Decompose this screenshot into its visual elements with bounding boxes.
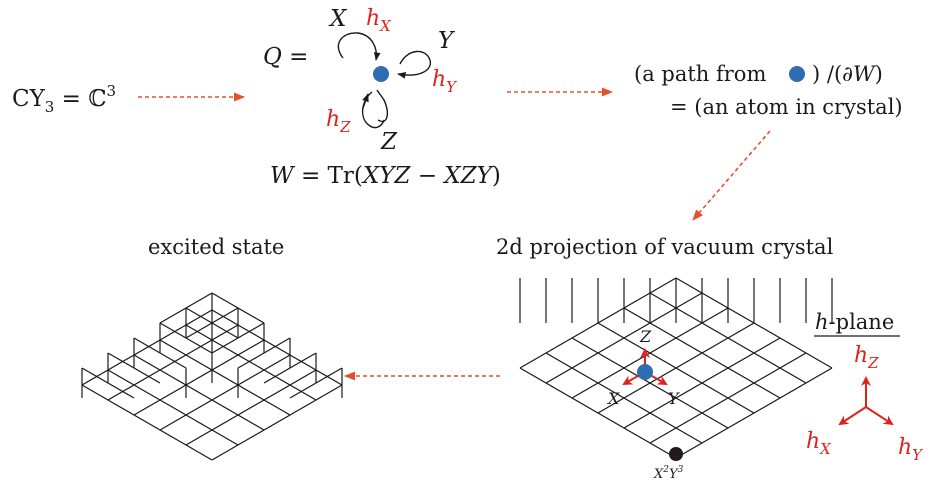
superpotential: W = Tr(XYZ − XZY) xyxy=(270,163,501,189)
quiver-hx-label: hX xyxy=(366,6,392,35)
loop-z-tail xyxy=(362,91,385,129)
vacuum-crystal-lattice xyxy=(519,277,833,459)
excited-line-y xyxy=(107,324,239,401)
hplane-hy-label: hY xyxy=(898,435,924,464)
excited-line-x xyxy=(81,384,213,461)
path-line-1-tail: ) /(∂W) xyxy=(812,62,883,86)
excited-line-y xyxy=(133,339,265,416)
vacuum-crystal-title: 2d projection of vacuum crystal xyxy=(496,235,834,259)
corner-atom-label: X2Y3 xyxy=(653,465,684,482)
excited-line-y xyxy=(185,369,317,446)
corner-atom-node xyxy=(669,447,683,461)
cy3-equation: CY3 = ℂ3 xyxy=(12,82,116,116)
loop-y xyxy=(397,50,432,79)
cy3-sup: 3 xyxy=(107,82,117,100)
excited-state-title: excited state xyxy=(148,235,284,259)
vacuum-line-y xyxy=(623,337,781,429)
quiver-node xyxy=(373,66,389,82)
hplane-vectors xyxy=(838,376,894,426)
cy3-sub: 3 xyxy=(45,98,55,116)
path-line-1: (a path from xyxy=(634,62,766,86)
hplane-title: h-plane xyxy=(815,310,894,334)
path-node-dot xyxy=(789,66,805,82)
quiver-z-label: Z xyxy=(380,129,398,155)
quiver-x-label: X xyxy=(328,6,348,32)
quiver-hy-label: hY xyxy=(432,67,458,96)
vacuum-line-y xyxy=(649,352,807,444)
vacuum-x-label: X xyxy=(606,389,620,408)
vacuum-line-y xyxy=(597,322,755,414)
vacuum-origin-node xyxy=(637,364,653,380)
loop-z xyxy=(376,89,389,123)
flow-arrow-path-to-crystal xyxy=(692,130,771,221)
hplane-hz-label: hZ xyxy=(854,343,879,372)
loop-x xyxy=(337,32,381,61)
loop-z-head xyxy=(362,93,369,109)
quiver-y-label: Y xyxy=(438,28,456,54)
excited-line-y xyxy=(81,309,213,386)
excited-line-x xyxy=(211,309,343,386)
excited-line-x xyxy=(133,354,265,431)
hplane-hx-label: hX xyxy=(806,429,832,458)
hplane-vector-x xyxy=(838,406,867,426)
quiver-hz-label: hZ xyxy=(326,107,351,136)
excited-line-y xyxy=(211,384,343,461)
excited-line-x xyxy=(107,369,239,446)
excited-line-y xyxy=(159,354,291,431)
excited-line-x xyxy=(185,324,317,401)
hplane-vector-y xyxy=(865,406,894,426)
vacuum-z-label: Z xyxy=(639,327,652,346)
cy3-eq: = ℂ xyxy=(54,86,106,112)
cy3-lhs: CY xyxy=(12,86,46,112)
quiver-q-label: Q = xyxy=(263,44,308,70)
excited-line-x xyxy=(159,339,291,416)
vacuum-y-label: Y xyxy=(668,389,680,408)
vacuum-line-y xyxy=(675,367,833,459)
excited-state-lattice xyxy=(81,292,343,461)
path-line-2: = (an atom in crystal) xyxy=(670,95,903,119)
